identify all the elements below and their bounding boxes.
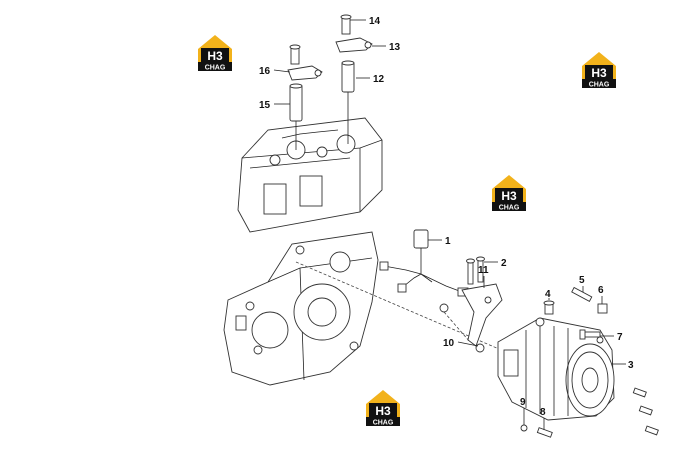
- brand-logo-4: H3 CHAG: [366, 390, 400, 427]
- callout-10: 10: [443, 338, 479, 349]
- svg-text:8: 8: [540, 407, 546, 418]
- brand-logo-1: H3 CHAG: [198, 35, 232, 72]
- callout-9: 9: [520, 397, 526, 425]
- callout-16: 16: [259, 66, 291, 77]
- svg-text:1: 1: [445, 236, 451, 247]
- bolt-8: [536, 427, 553, 438]
- bolt-4: [543, 300, 555, 315]
- callout-8: 8: [540, 407, 546, 430]
- svg-text:14: 14: [369, 16, 381, 27]
- callout-12: 12: [356, 74, 385, 85]
- callout-5: 5: [579, 275, 585, 292]
- svg-text:16: 16: [259, 66, 271, 77]
- clamp-16: [287, 44, 323, 81]
- washer-9: [520, 424, 528, 432]
- nut-6: [597, 303, 608, 314]
- svg-text:5: 5: [579, 275, 585, 286]
- injector-12: [341, 60, 355, 144]
- bracket-11: [461, 283, 503, 347]
- brand-logo-2: H3 CHAG: [582, 52, 616, 89]
- callout-15: 15: [259, 100, 290, 111]
- callout-13: 13: [372, 42, 401, 53]
- svg-text:10: 10: [443, 338, 455, 349]
- logo-mark: H3: [207, 49, 223, 63]
- svg-text:12: 12: [373, 74, 385, 85]
- logo-mark: H3: [375, 404, 391, 418]
- logo-mark: H3: [501, 189, 517, 203]
- assembly-guide-line: [443, 311, 471, 343]
- callout-11: 11: [478, 265, 489, 288]
- sensor-harness-1: [379, 229, 469, 297]
- svg-text:6: 6: [598, 285, 604, 296]
- svg-text:11: 11: [478, 265, 489, 276]
- logo-sub: CHAG: [205, 65, 226, 72]
- callout-7: 7: [600, 332, 623, 343]
- clamp-13: [335, 37, 373, 53]
- bolt-14: [340, 14, 352, 35]
- bolt-loose: [632, 387, 659, 436]
- injector-15: [289, 83, 303, 150]
- svg-text:3: 3: [628, 360, 634, 371]
- callout-3: 3: [612, 360, 634, 371]
- gear-housing: [223, 231, 379, 386]
- callout-4: 4: [545, 289, 551, 300]
- bolt-7: [579, 329, 601, 340]
- svg-text:9: 9: [520, 397, 526, 408]
- callout-1: 1: [428, 236, 451, 247]
- logo-sub: CHAG: [373, 420, 394, 427]
- callout-14: 14: [350, 16, 381, 27]
- stud-5: [571, 286, 593, 302]
- logo-sub: CHAG: [499, 205, 520, 212]
- alternator-3: [497, 317, 615, 421]
- svg-text:4: 4: [545, 289, 551, 300]
- svg-text:13: 13: [389, 42, 401, 53]
- logo-sub: CHAG: [589, 82, 610, 89]
- svg-text:15: 15: [259, 100, 271, 111]
- brand-logo-3: H3 CHAG: [492, 175, 526, 212]
- svg-text:2: 2: [501, 258, 507, 269]
- logo-mark: H3: [591, 66, 607, 80]
- svg-text:7: 7: [617, 332, 623, 343]
- callout-6: 6: [598, 285, 604, 304]
- callout-2: 2: [484, 258, 507, 269]
- bolt-2: [466, 256, 485, 285]
- cylinder-head: [237, 117, 383, 233]
